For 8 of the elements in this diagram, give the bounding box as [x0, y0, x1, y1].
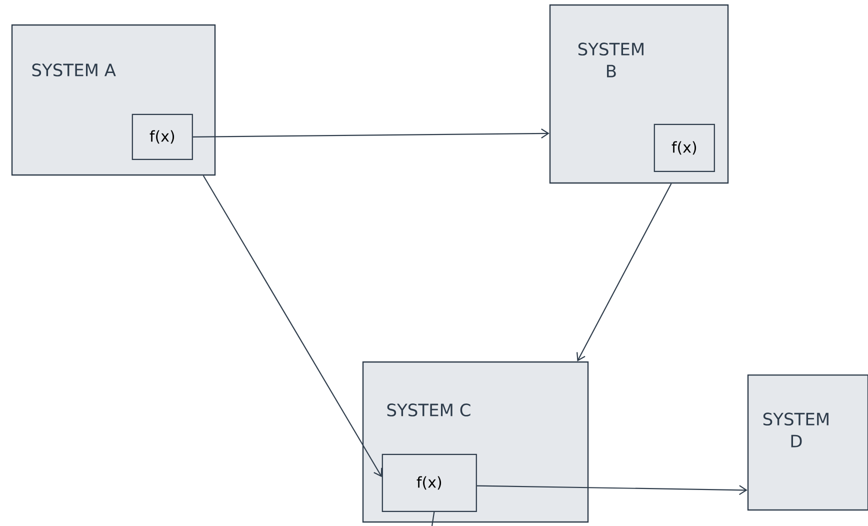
- arrow: [576, 183, 672, 362]
- arrow: [202, 175, 382, 478]
- function-box: f(x): [654, 124, 715, 172]
- arrow: [192, 128, 550, 138]
- function-box: f(x): [132, 114, 193, 160]
- arrow: [476, 485, 748, 495]
- function-box: f(x): [382, 454, 477, 512]
- system-box: SYSTEM D: [747, 374, 868, 511]
